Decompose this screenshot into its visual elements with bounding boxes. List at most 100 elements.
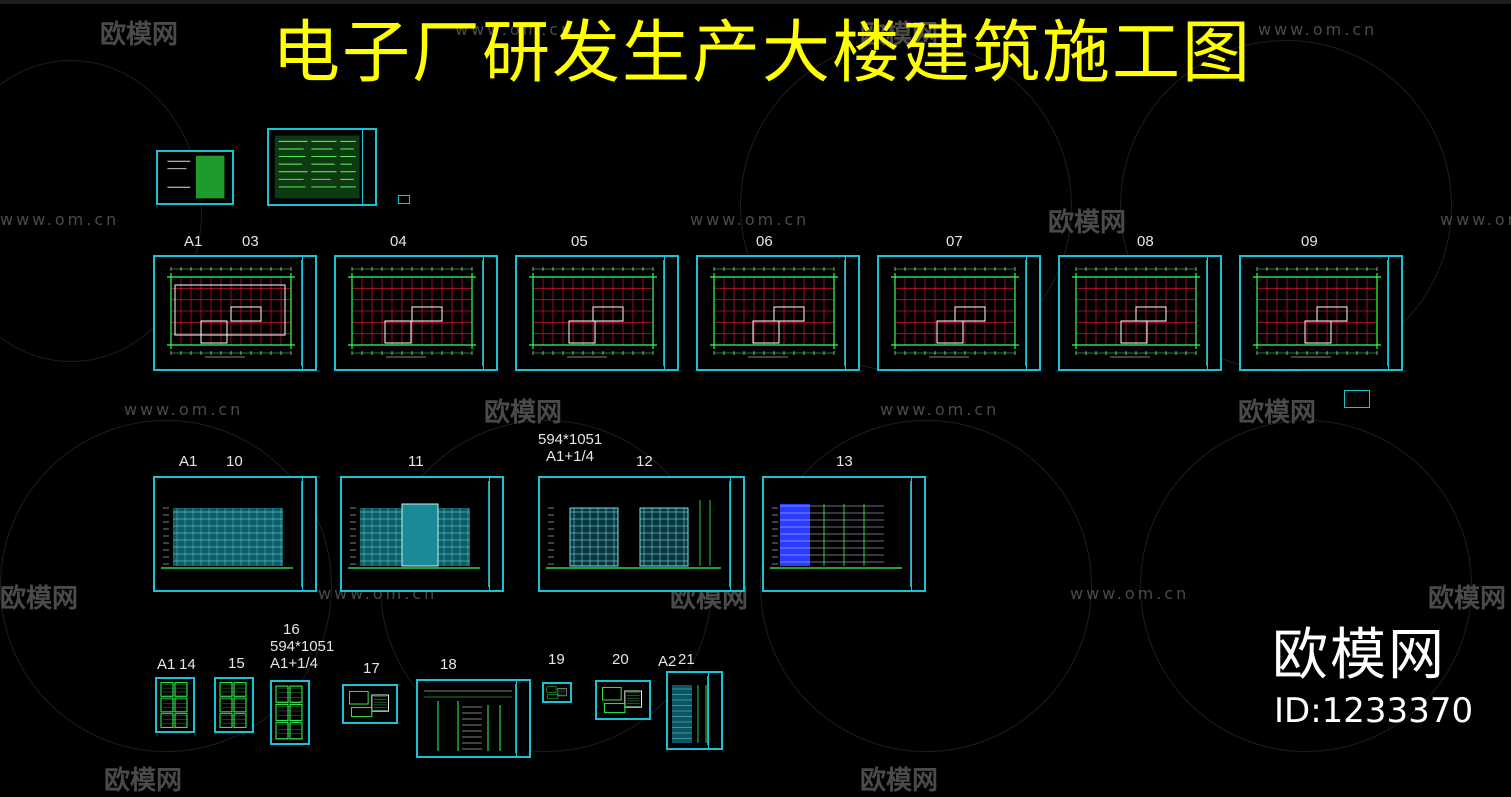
sheet-drawing	[1253, 267, 1381, 358]
sheet-number: 20	[612, 651, 629, 668]
sheet-18-detail[interactable]	[416, 679, 531, 758]
sheet-number: 06	[756, 233, 773, 250]
sheet-size-label: A1	[157, 656, 176, 673]
sheet-drawing	[424, 690, 512, 751]
sheet-20-detail[interactable]	[595, 680, 651, 720]
sheet-drawing	[546, 686, 567, 699]
watermark-brand: 欧模网	[860, 20, 939, 50]
watermark-url: www.om.cn	[880, 400, 1000, 419]
sheet-size-label: A2	[658, 653, 677, 670]
watermark-brand: 欧模网	[100, 20, 179, 50]
watermark-ring	[1120, 40, 1452, 372]
sheet-number: 15	[228, 655, 245, 672]
sheet-09-roof-plan[interactable]	[1239, 255, 1403, 371]
title-block	[362, 130, 375, 204]
sheet-drawing	[891, 267, 1019, 358]
sheet-size-label: A1	[179, 453, 198, 470]
watermark-ring	[760, 420, 1092, 752]
watermark-url: www.om.cn	[1070, 584, 1190, 603]
watermark-url: www.om.cn	[0, 210, 120, 229]
sheet-17-detail[interactable]	[342, 684, 398, 724]
title-block-line	[488, 481, 489, 587]
sheet-paper-size-note: 594*1051	[538, 431, 603, 448]
watermark-brand: 欧模网	[484, 398, 563, 428]
watermark-ring	[1140, 420, 1472, 752]
sheet-drawing	[160, 682, 188, 728]
brand-id: ID:1233370	[1274, 691, 1474, 731]
drawing-title: 电子厂研发生产大楼建筑施工图	[272, 14, 1253, 93]
window-top-edge	[0, 0, 1511, 4]
sheet-drawing	[348, 503, 480, 569]
watermark-ring	[0, 420, 332, 752]
title-block-line	[515, 684, 516, 753]
sheet-drawing	[167, 267, 295, 358]
sheet-number: 07	[946, 233, 963, 250]
title-block-line	[707, 676, 708, 745]
title-block	[302, 478, 315, 590]
watermark-brand: 欧模网	[1048, 208, 1127, 238]
title-block	[1026, 257, 1039, 369]
sheet-15-detail[interactable]	[214, 677, 254, 733]
sheet-drawing	[672, 685, 707, 743]
sheet-03-site-plan[interactable]	[153, 255, 317, 371]
title-block-line	[482, 260, 483, 366]
sheet-drawing	[770, 504, 902, 569]
title-block-line	[1387, 260, 1388, 366]
sheet-21-detail[interactable]	[666, 671, 723, 750]
sheet-number: 11	[408, 453, 424, 470]
sheet-cover[interactable]	[156, 150, 234, 205]
title-block	[845, 257, 858, 369]
title-block-line	[1206, 260, 1207, 366]
title-block	[664, 257, 677, 369]
sheet-14-detail[interactable]	[155, 677, 195, 733]
sheet-drawing	[602, 686, 643, 714]
sheet-small[interactable]	[398, 195, 410, 204]
sheet-detail-small[interactable]	[1344, 390, 1370, 408]
sheet-number: 19	[548, 651, 565, 668]
sheet-06-floor-plan[interactable]	[696, 255, 860, 371]
sheet-drawing	[348, 267, 476, 358]
sheet-drawing	[529, 267, 657, 358]
sheet-11-elevation[interactable]	[340, 476, 504, 592]
title-block-line	[844, 260, 845, 366]
sheet-number: 04	[390, 233, 407, 250]
watermark-url: www.om.cn	[1440, 210, 1511, 229]
sheet-13-section[interactable]	[762, 476, 926, 592]
sheet-number: 16	[283, 621, 300, 638]
title-block-line	[301, 260, 302, 366]
sheet-07-floor-plan[interactable]	[877, 255, 1041, 371]
title-block	[708, 673, 721, 748]
sheet-04-floor-plan[interactable]	[334, 255, 498, 371]
title-block	[516, 681, 529, 756]
sheet-number: 12	[636, 453, 653, 470]
sheet-16-detail[interactable]	[270, 680, 310, 745]
sheet-05-floor-plan[interactable]	[515, 255, 679, 371]
title-block	[1388, 257, 1401, 369]
watermark-brand: 欧模网	[0, 584, 79, 614]
sheet-drawing	[710, 267, 838, 358]
sheet-08-floor-plan[interactable]	[1058, 255, 1222, 371]
sheet-12-elevation[interactable]	[538, 476, 745, 592]
sheet-10-elevation[interactable]	[153, 476, 317, 592]
title-block-line	[910, 481, 911, 587]
watermark-url: www.om.cn	[690, 210, 810, 229]
sheet-19-detail[interactable]	[542, 682, 572, 703]
sheet-number: 14	[179, 656, 196, 673]
sheet-number: 13	[836, 453, 853, 470]
title-block-line	[729, 481, 730, 587]
title-block	[489, 478, 502, 590]
sheet-number: 08	[1137, 233, 1154, 250]
sheet-number: 09	[1301, 233, 1318, 250]
sheet-drawing	[219, 682, 247, 728]
sheet-number: 17	[363, 660, 380, 677]
title-block	[483, 257, 496, 369]
watermark-brand: 欧模网	[1238, 398, 1317, 428]
sheet-drawing	[349, 690, 390, 718]
watermark-url: www.om.cn	[1258, 20, 1378, 39]
watermark-url: www.om.cn	[124, 400, 244, 419]
sheet-notes[interactable]	[267, 128, 377, 206]
sheet-scale-note: A1+1/4	[546, 448, 594, 465]
sheet-paper-size-note: 594*1051	[270, 638, 335, 655]
sheet-drawing	[1072, 267, 1200, 358]
